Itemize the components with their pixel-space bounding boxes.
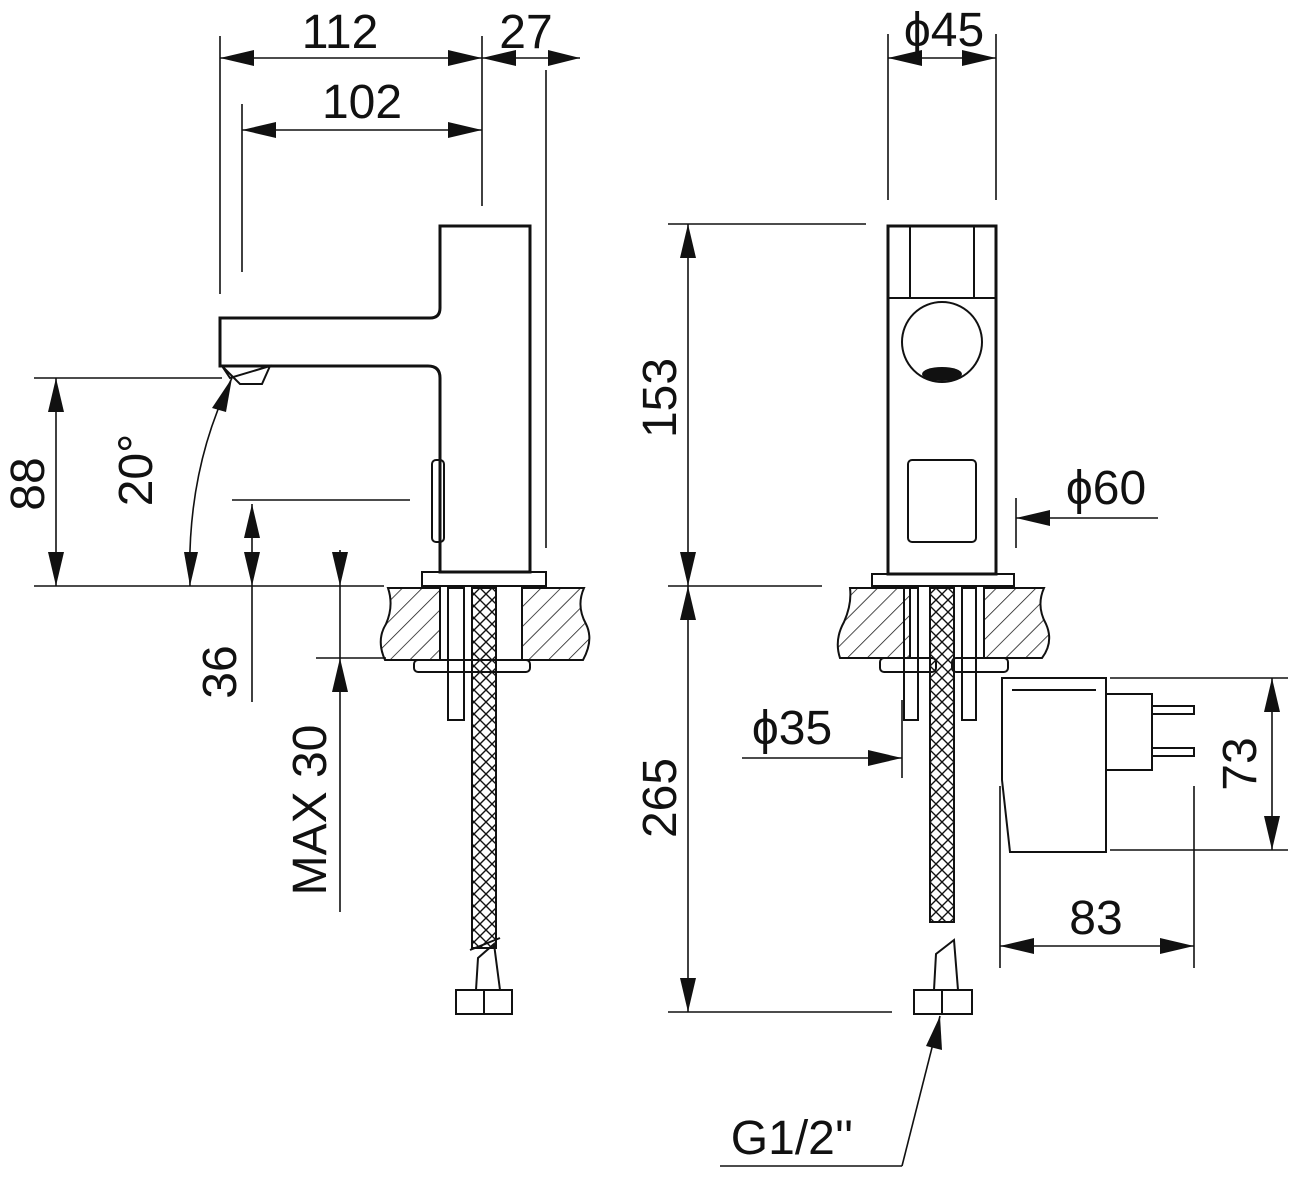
dim-265: 265 <box>634 758 687 838</box>
hose-break <box>469 937 501 951</box>
dim-73: 73 <box>1214 737 1267 790</box>
front-nut-right <box>951 657 1009 673</box>
dim-diameter-60: ϕ60 <box>1066 462 1146 515</box>
front-stud-left <box>903 587 919 721</box>
dim-27: 27 <box>499 6 552 59</box>
dim-diameter-35: ϕ35 <box>752 702 832 755</box>
plug-pin-bottom <box>1151 747 1195 757</box>
countertop-front-right <box>983 587 1051 659</box>
sensor-window <box>431 459 445 543</box>
side-view: 112 27 102 88 20° 36 MAX 30 <box>2 6 591 1015</box>
mounting-stud <box>447 587 465 721</box>
front-hose-end <box>932 938 960 991</box>
dim-102: 102 <box>322 76 402 129</box>
faucet-front-body <box>886 224 998 576</box>
spout-aerator <box>221 364 272 385</box>
plug-pin-top <box>1151 705 1195 715</box>
aerator-outlet <box>922 367 962 381</box>
spout-front-circle <box>901 301 983 383</box>
hose-end <box>474 942 502 991</box>
front-stud-right <box>961 587 977 721</box>
countertop-right <box>521 587 591 661</box>
power-plug <box>1105 693 1153 771</box>
dim-83: 83 <box>1069 892 1122 945</box>
dim-20-degrees: 20° <box>110 434 163 507</box>
countertop-front-left <box>836 587 911 659</box>
countertop-left <box>379 587 441 661</box>
dim-diameter-45: ϕ45 <box>904 4 984 57</box>
dim-88: 88 <box>2 457 55 510</box>
braided-hose <box>471 587 497 949</box>
sensor-front-window <box>907 459 977 543</box>
base-plate <box>421 571 547 587</box>
thread-size-label: G1/2'' <box>731 1112 853 1165</box>
dim-153: 153 <box>634 358 687 438</box>
front-nut-left <box>879 657 937 673</box>
dim-max-30: MAX 30 <box>284 725 337 896</box>
dim-36: 36 <box>194 645 247 698</box>
front-view: ϕ45 153 265 ϕ60 ϕ35 73 <box>634 4 1288 1167</box>
power-adapter <box>1001 677 1107 853</box>
front-braided-hose <box>929 587 955 923</box>
faucet-body <box>218 224 532 574</box>
front-base-plate <box>871 573 1015 587</box>
dim-112: 112 <box>302 6 379 59</box>
